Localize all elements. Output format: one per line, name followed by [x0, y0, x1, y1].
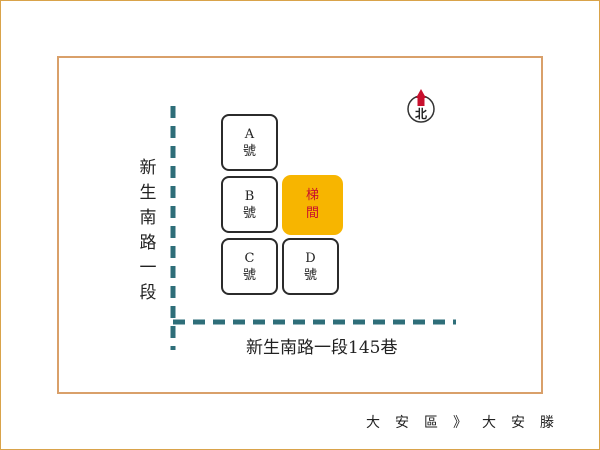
unit-b-letter: B — [244, 188, 255, 204]
footer-caption: 大安區》大安滕 — [366, 415, 569, 431]
unit-d-box: D 號 — [282, 238, 339, 295]
unit-d-letter: D — [305, 250, 316, 266]
north-compass: 北 — [406, 88, 436, 124]
north-arrow-icon — [407, 89, 435, 123]
road-horizontal-label: 新生南路一段145巷 — [246, 338, 398, 358]
unit-b-suffix: 號 — [242, 205, 256, 221]
unit-d-suffix: 號 — [303, 267, 317, 283]
map-frame — [57, 56, 543, 394]
stairwell-label-line2: 間 — [305, 206, 319, 221]
unit-a-letter: A — [244, 126, 255, 142]
unit-c-suffix: 號 — [242, 267, 256, 283]
north-label: 北 — [414, 107, 427, 121]
unit-c-box: C 號 — [221, 238, 278, 295]
unit-a-suffix: 號 — [242, 143, 256, 159]
unit-c-letter: C — [244, 250, 255, 266]
unit-b-box: B 號 — [221, 176, 278, 233]
stairwell-box: 梯 間 — [282, 175, 343, 235]
stairwell-label-line1: 梯 — [305, 188, 319, 203]
unit-a-box: A 號 — [221, 114, 278, 171]
road-vertical-label: 新生南路一段 — [139, 158, 157, 303]
